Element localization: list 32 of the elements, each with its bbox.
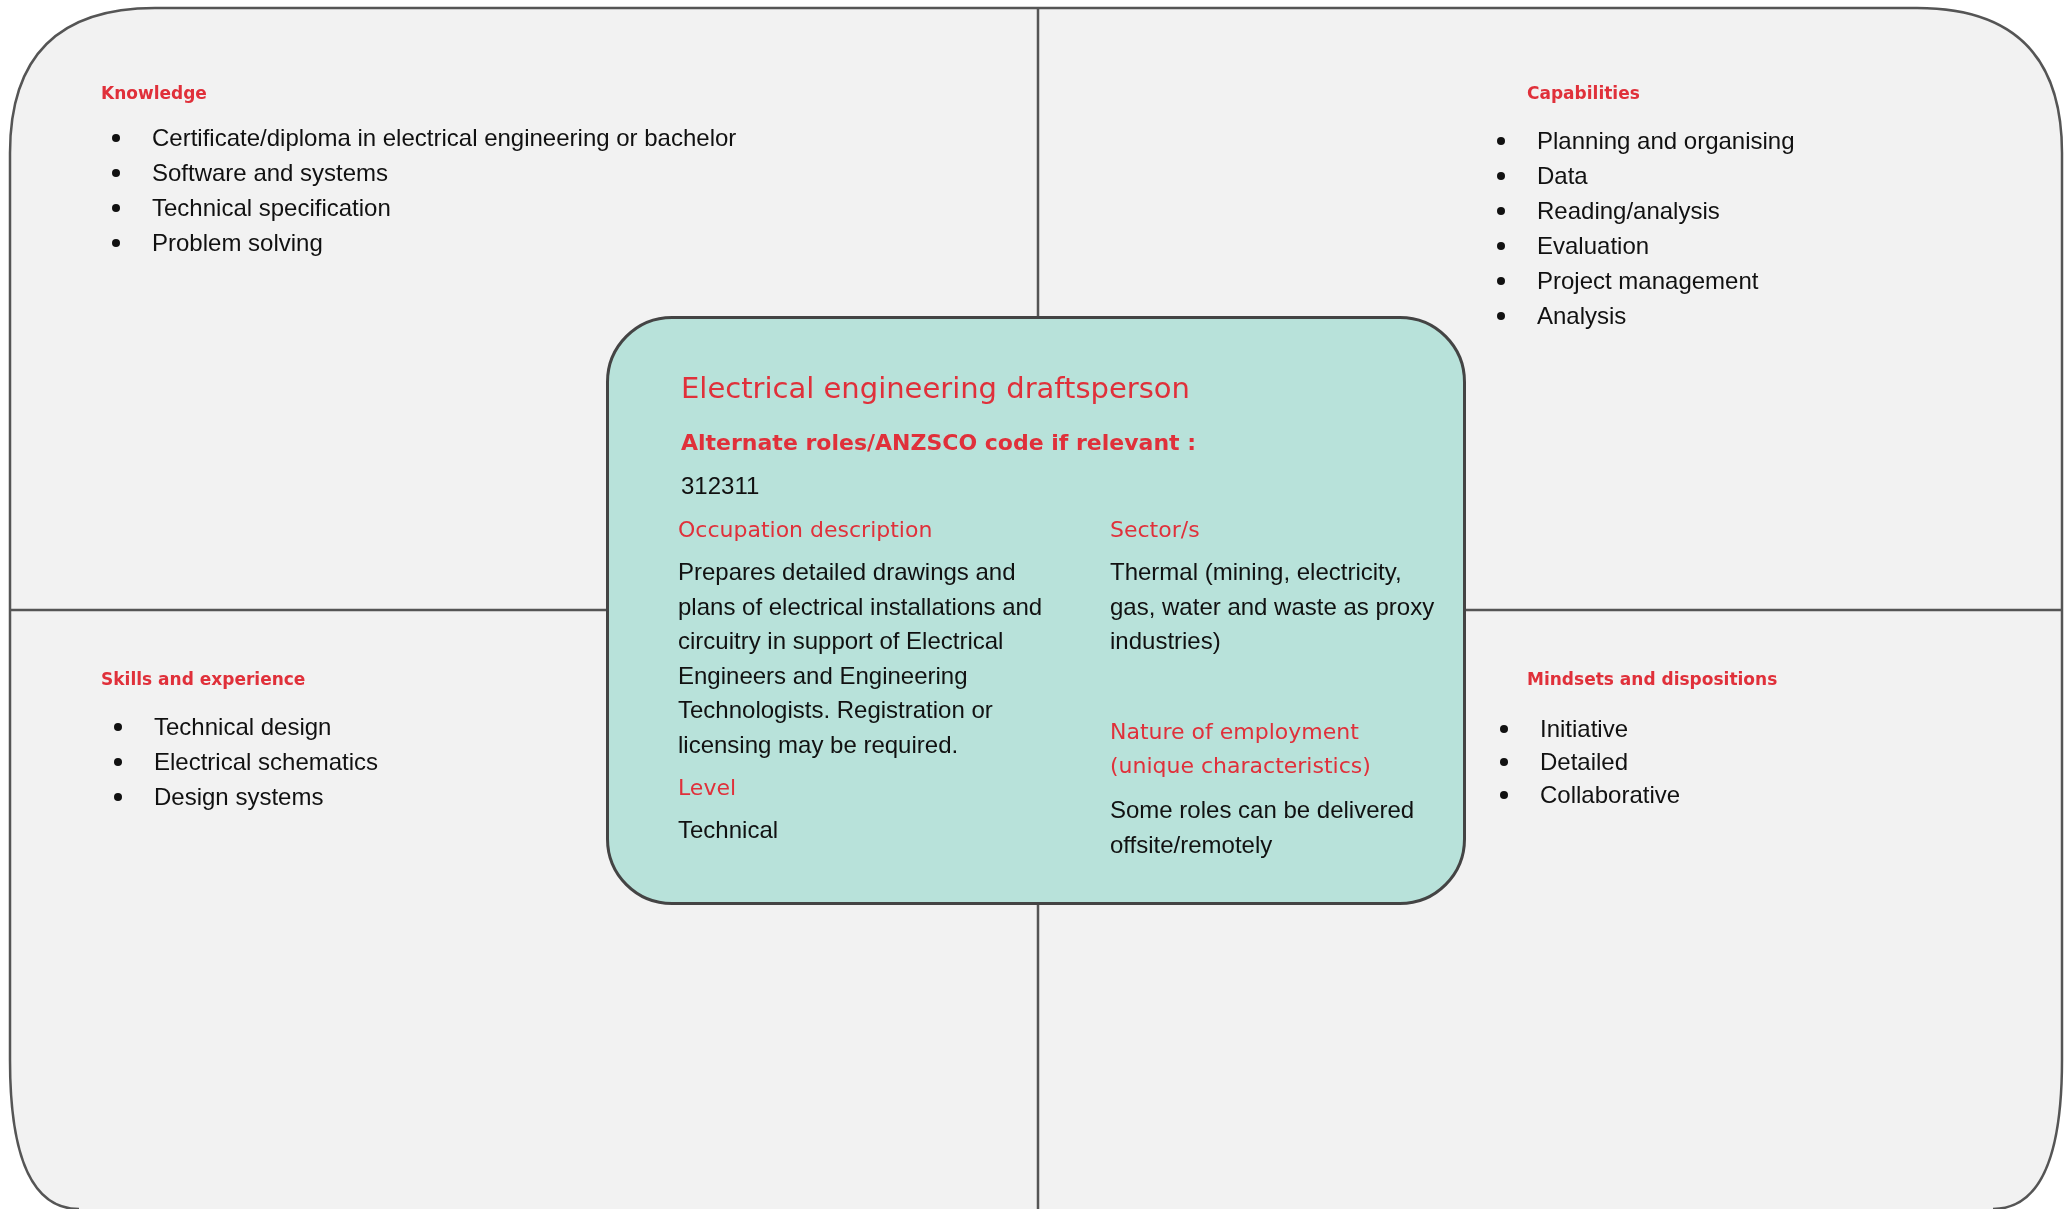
section-heading: Nature of employment (unique characteristics) [1110, 718, 1372, 780]
bullet-item: Certificate/diploma in electrical engineering or bachelor [108, 124, 737, 152]
level-text: Technical [678, 815, 780, 845]
bullet-item: Technical design [110, 713, 332, 741]
quadrant-heading: Capabilities [1527, 83, 1640, 103]
code-text: 312311 [681, 471, 761, 501]
bullet-item: Detailed [1496, 748, 1629, 776]
bullet-item: Initiative [1496, 715, 1629, 743]
bullet-item: Evaluation [1493, 232, 1650, 260]
role-title: Electrical engineering draftsperson [681, 373, 1191, 403]
bullet-item: Technical specification [108, 194, 391, 222]
bullet-item: Collaborative [1496, 781, 1681, 809]
quadrant-heading: Skills and experience [101, 669, 306, 689]
employment-text: Some roles can be delivered offsite/remotely [1110, 795, 1416, 860]
section-heading: Sector/s [1110, 516, 1201, 544]
sector-text: Thermal (mining, electricity, gas, water and waste as proxy industries) [1110, 557, 1436, 657]
role-card [606, 316, 1466, 905]
bullet-item: Design systems [110, 783, 324, 811]
section-heading: Level [678, 774, 738, 802]
bullet-item: Electrical schematics [110, 748, 379, 776]
quadrant-heading: Mindsets and dispositions [1527, 669, 1778, 689]
bullet-item: Analysis [1493, 302, 1627, 330]
bullet-item: Project management [1493, 267, 1759, 295]
bullet-item: Data [1493, 162, 1588, 190]
section-heading: Alternate roles/ANZSCO code if relevant : [681, 429, 1198, 457]
bullet-item: Reading/analysis [1493, 197, 1720, 225]
quadrant-heading: Knowledge [101, 83, 207, 103]
bullet-item: Planning and organising [1493, 127, 1795, 155]
section-heading: Occupation description [678, 516, 934, 544]
bullet-item: Problem solving [108, 229, 323, 257]
bullet-item: Software and systems [108, 159, 389, 187]
description-text: Prepares detailed drawings and plans of electrical installations and circuitry in support of Electrical Engineers and Engineering Technologists. Registration or licensing may be required. [678, 557, 1044, 760]
